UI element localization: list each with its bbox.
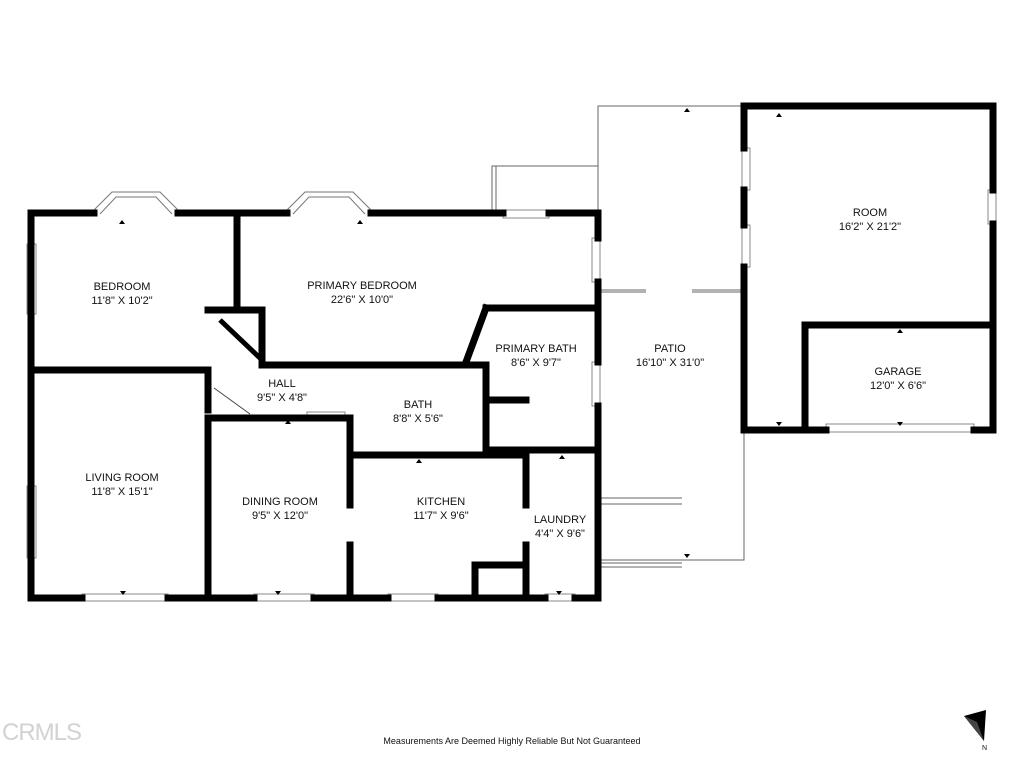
room-label-room: ROOM 16'2" X 21'2" (839, 206, 901, 234)
room-name: LIVING ROOM (85, 472, 159, 484)
room-dims: 11'7" X 9'6" (413, 510, 469, 522)
room-dims: 11'8" X 15'1" (91, 486, 153, 498)
room-label-patio: PATIO 16'10" X 31'0" (636, 342, 704, 370)
room-dims: 22'6" X 10'0" (330, 294, 394, 306)
room-dims: 9'5" X 4'8" (257, 392, 307, 404)
hall-door-thin (213, 387, 251, 415)
doorway-ticks (119, 108, 903, 595)
room-label-bath: BATH 8'8" X 5'6" (393, 398, 443, 426)
room-dims: 9'5" X 12'0" (251, 510, 309, 522)
room-label-living-room: LIVING ROOM 11'8" X 15'1" (85, 471, 158, 499)
room-label-dining-room: DINING ROOM 9'5" X 12'0" (242, 495, 318, 523)
room-label-garage: GARAGE 12'0" X 6'6" (870, 365, 926, 393)
room-label-hall: HALL 9'5" X 4'8" (257, 377, 307, 405)
room-name: PRIMARY BEDROOM (307, 280, 417, 292)
disclaimer-text: Measurements Are Deemed Highly Reliable … (383, 736, 641, 746)
room-name: BEDROOM (93, 281, 151, 293)
room-name: DINING ROOM (242, 496, 318, 508)
room-dims: 8'6" X 9'7" (511, 357, 561, 369)
room-name: BATH (403, 399, 433, 411)
north-label: N (982, 745, 988, 752)
room-dims: 16'2" X 21'2" (838, 221, 902, 233)
room-label-kitchen: KITCHEN 11'7" X 9'6" (413, 495, 468, 523)
room-dims: 8'8" X 5'6" (393, 413, 443, 425)
room-dims: 11'8" X 10'2" (91, 295, 153, 307)
walls (27, 102, 997, 602)
room-name: HALL (268, 378, 296, 390)
room-dims: 4'4" X 9'6" (535, 528, 585, 540)
room-label-bedroom: BEDROOM 11'8" X 10'2" (91, 280, 152, 308)
room-name: KITCHEN (416, 496, 466, 508)
room-label-laundry: LAUNDRY 4'4" X 9'6" (534, 513, 586, 541)
bay-windows (93, 191, 372, 215)
north-arrow-icon (964, 710, 986, 741)
hall-door (218, 318, 264, 362)
room-name: LAUNDRY (533, 514, 587, 526)
room-name: PATIO (654, 343, 686, 355)
room-label-primary-bath: PRIMARY BATH 8'6" X 9'7" (495, 342, 576, 370)
room-name: GARAGE (874, 366, 922, 378)
room-dims: 16'10" X 31'0" (635, 357, 705, 369)
room-label-primary-bedroom: PRIMARY BEDROOM 22'6" X 10'0" (307, 279, 417, 307)
watermark-logo: CRMLS (2, 719, 82, 746)
patio-outline (491, 105, 745, 568)
room-dims: 12'0" X 6'6" (869, 380, 927, 392)
room-name: PRIMARY BATH (495, 343, 577, 355)
room-name: ROOM (852, 207, 888, 219)
